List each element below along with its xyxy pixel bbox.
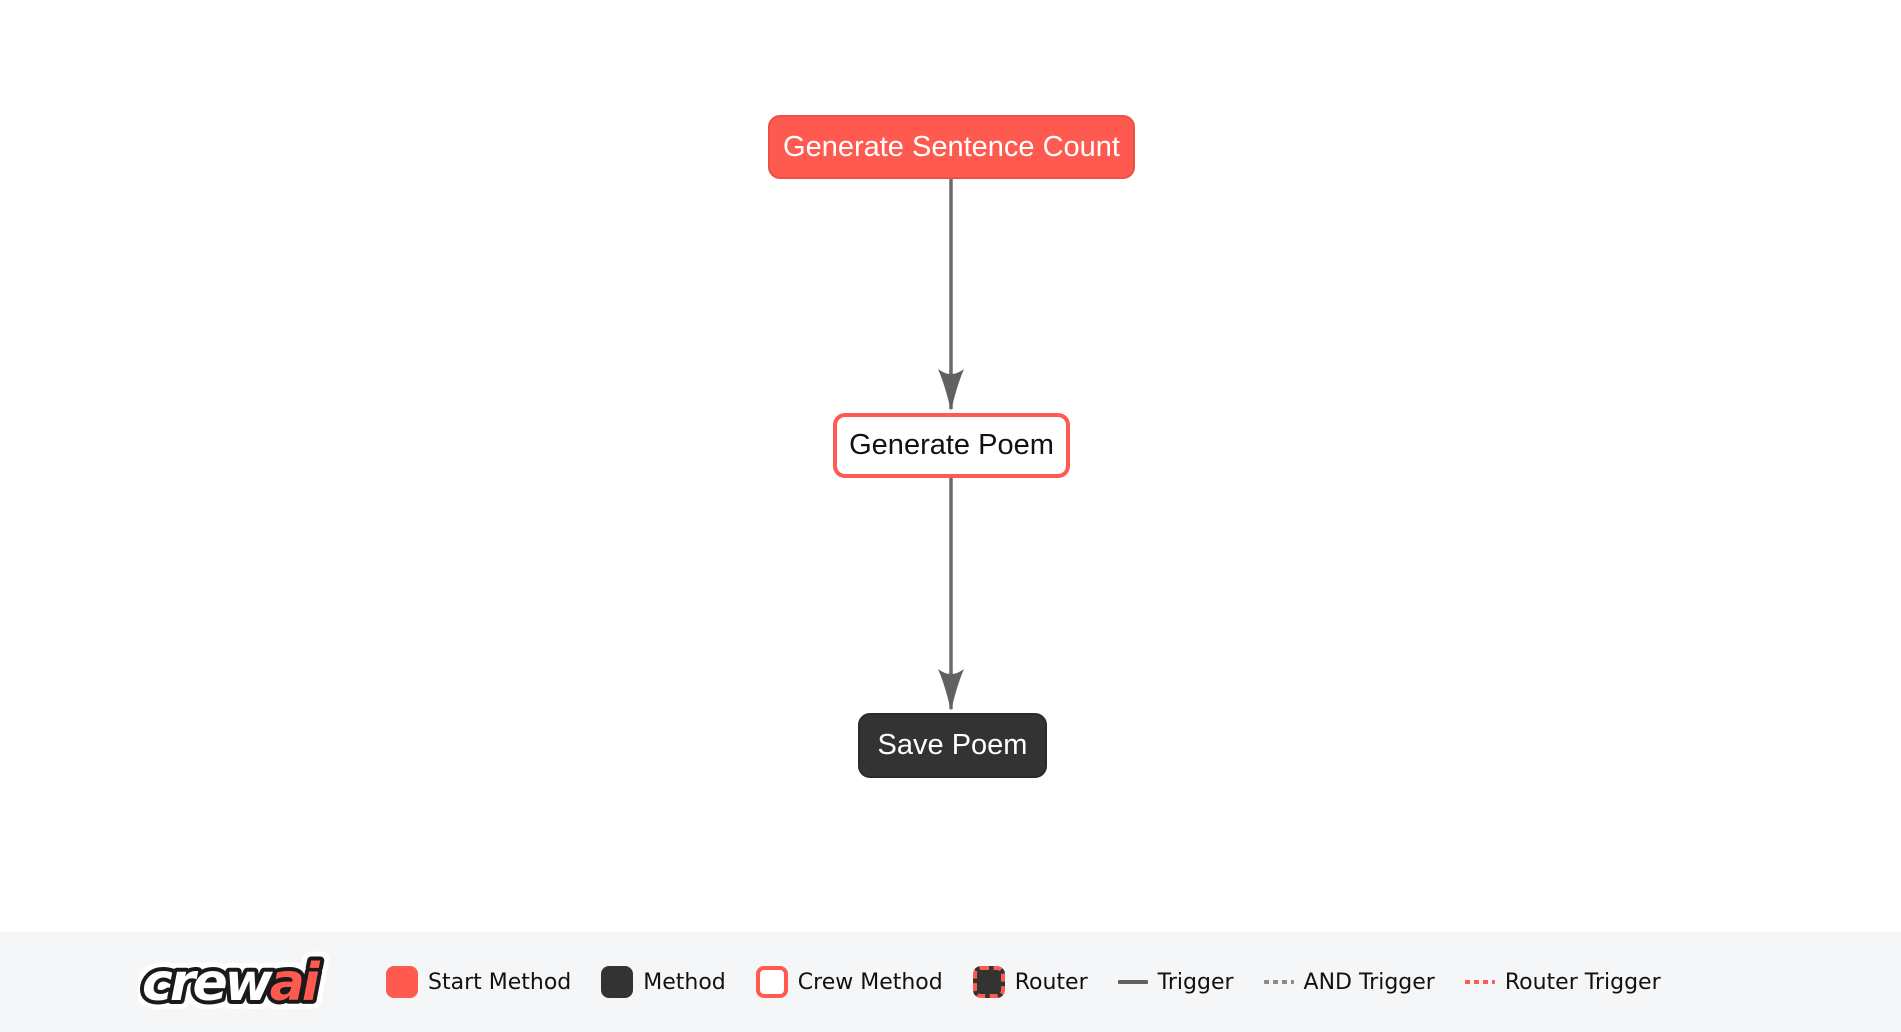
legend-item-router: Router [972, 966, 1088, 998]
crewai-logo: crewai crewai [138, 944, 333, 1020]
legend-item-and-trigger: AND Trigger [1263, 969, 1435, 995]
flow-node-generate-sentence-count[interactable]: Generate Sentence Count [768, 115, 1135, 179]
legend-item-router-trigger: Router Trigger [1464, 969, 1661, 995]
legend-item-start-method: Start Method [386, 966, 571, 998]
crew-method-swatch [755, 966, 788, 998]
legend-item-label: Router Trigger [1504, 969, 1661, 995]
and-trigger-line-swatch [1263, 980, 1294, 984]
legend-bar: crewai crewai Start Method Method Crew M… [0, 932, 1901, 1032]
legend-item-label: Method [643, 969, 726, 995]
legend-item-label: Start Method [428, 969, 572, 995]
flow-node-save-poem[interactable]: Save Poem [858, 713, 1047, 778]
router-trigger-line-swatch [1464, 980, 1495, 984]
network-canvas[interactable]: Generate Sentence Count Generate Poem Sa… [0, 0, 1901, 932]
flow-node-generate-poem[interactable]: Generate Poem [833, 413, 1070, 478]
legend-item-label: Crew Method [797, 969, 943, 995]
trigger-arrowhead [938, 369, 964, 411]
legend-item-label: AND Trigger [1303, 969, 1435, 995]
trigger-arrowhead [938, 669, 964, 711]
crewai-logo-text: crewai [142, 953, 321, 1013]
method-swatch [601, 966, 634, 998]
router-swatch [972, 966, 1005, 998]
legend-item-label: Router [1014, 969, 1088, 995]
legend-item-method: Method [601, 966, 726, 998]
legend-item-trigger: Trigger [1117, 969, 1234, 995]
trigger-line-swatch [1117, 980, 1148, 984]
legend-item-label: Trigger [1157, 969, 1234, 995]
start-method-swatch [386, 966, 418, 998]
legend-item-crew-method: Crew Method [755, 966, 943, 998]
